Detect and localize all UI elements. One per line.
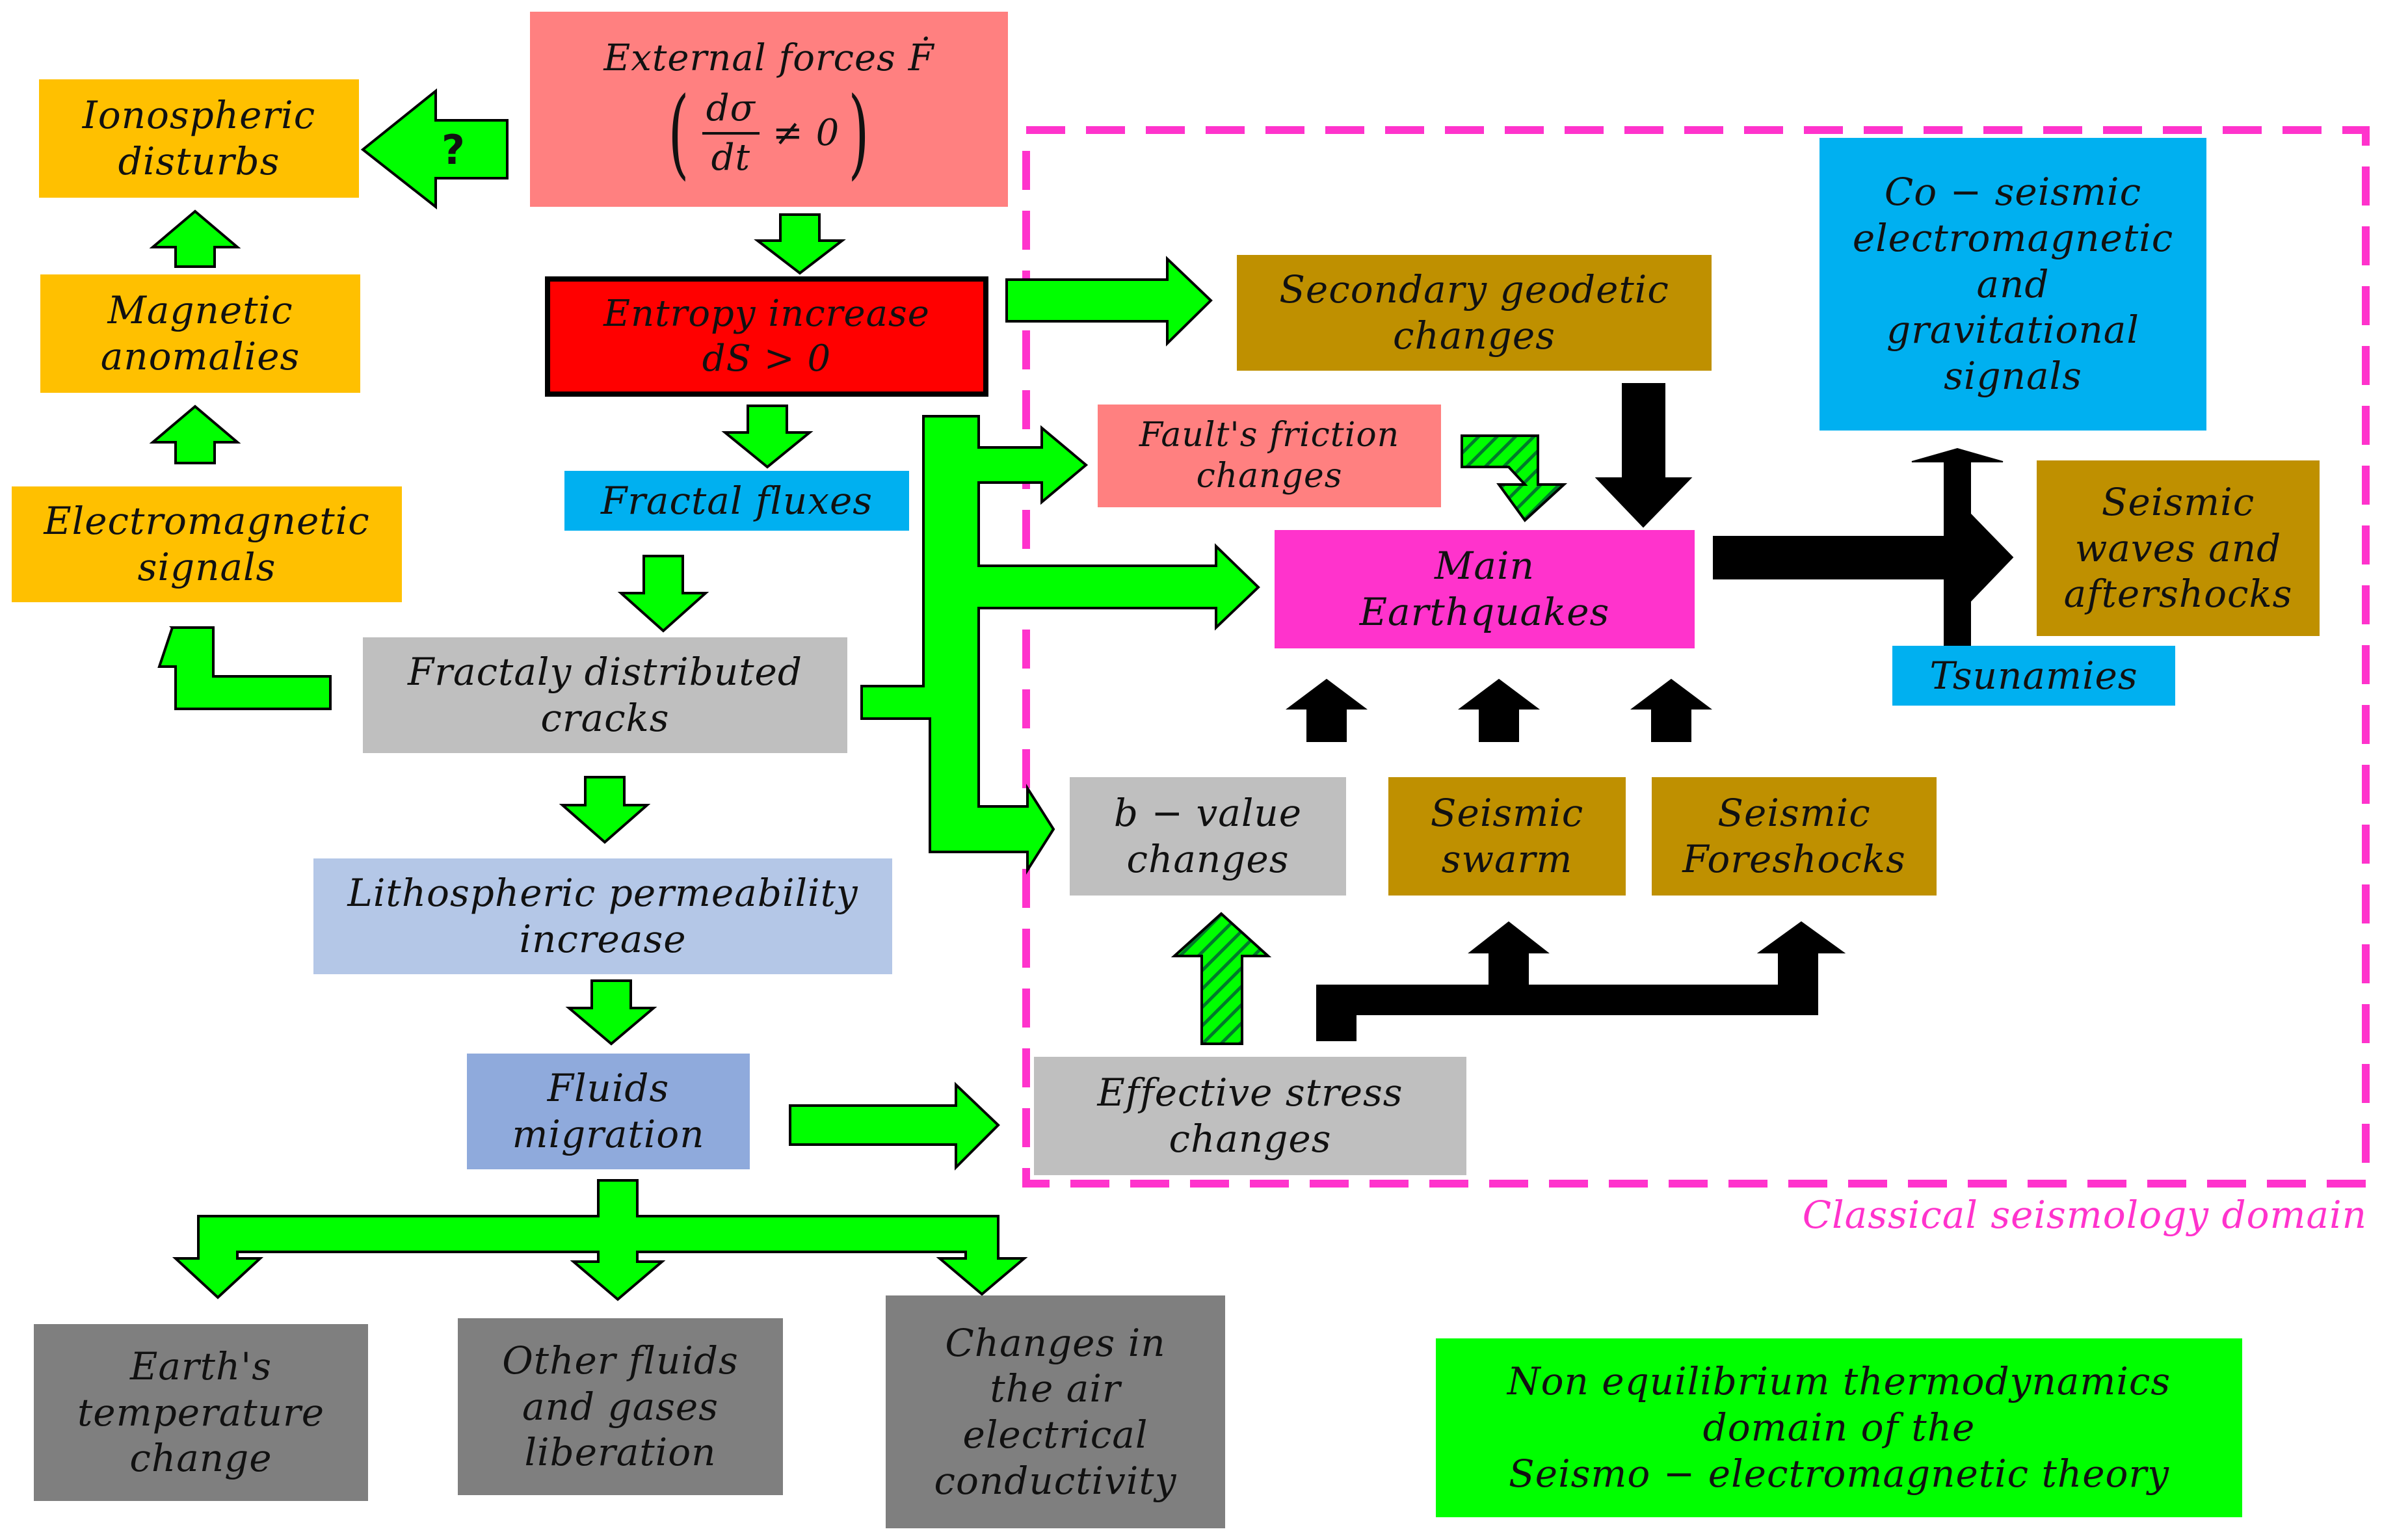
arrow-cracks-to-litho — [559, 776, 651, 844]
coseismic-label: Co − seismic electromagnetic and gravita… — [1852, 170, 2174, 399]
ionospheric-disturbs-box: Ionospheric disturbs — [39, 79, 359, 198]
air-conductivity-label: Changes in the air electrical conductivi… — [934, 1320, 1177, 1503]
tsunamies-label: Tsunamies — [1929, 653, 2138, 698]
fluids-label: Fluids migration — [512, 1066, 705, 1156]
external-forces-title: External forces Ḟ — [603, 36, 934, 79]
seismic-waves-label: Seismic waves and aftershocks — [2063, 479, 2293, 617]
arrow-forces-to-entropy — [754, 213, 846, 275]
arrow-forces-to-ionospheric — [360, 88, 509, 210]
magnetic-anomalies-box: Magnetic anomalies — [40, 274, 360, 393]
arrow-effective-to-swarm-fore-main — [1316, 921, 1846, 1041]
external-forces-box: External forces Ḟ ( dσ dt ≠ 0 ) — [530, 12, 1008, 207]
arrow-swarm-to-main — [1458, 678, 1540, 742]
magnetic-label: Magnetic anomalies — [100, 288, 300, 378]
seismic-swarm-box: Seismic swarm — [1388, 777, 1626, 896]
arrow-entropy-to-secondary — [1005, 256, 1213, 347]
fault-friction-label: Fault's friction changes — [1139, 415, 1400, 496]
other-fluids-box: Other fluids and gases liberation — [458, 1318, 783, 1495]
non-equilibrium-domain-box: Non equilibrium thermodynamics domain of… — [1436, 1338, 2242, 1517]
arrow-effective-to-swarm-fore — [1316, 921, 1846, 1041]
entropy-increase-box: Entropy increase dS > 0 — [545, 276, 988, 397]
seismic-waves-box: Seismic waves and aftershocks — [2037, 460, 2320, 636]
arrow-effective-to-bvalue — [1171, 912, 1272, 1045]
non-equilibrium-label: Non equilibrium thermodynamics domain of… — [1507, 1359, 2171, 1496]
arrow-bvalue-to-main-1 — [1286, 678, 1368, 742]
arrow-cracks-to-em-body — [157, 626, 332, 710]
arrow-friction-to-main — [1461, 434, 1568, 522]
fault-friction-box: Fault's friction changes — [1098, 405, 1441, 507]
arrow-fore-to-main — [1630, 678, 1712, 742]
arrow-fluids-to-effective — [789, 1082, 1000, 1171]
other-fluids-label: Other fluids and gases liberation — [502, 1338, 739, 1475]
arrow-entropy-to-fractal — [721, 405, 814, 469]
stress-rate-formula: ( dσ dt ≠ 0 ) — [659, 85, 879, 182]
ionospheric-label: Ionospheric disturbs — [82, 93, 316, 183]
earth-temperature-label: Earth's temperature change — [77, 1344, 325, 1481]
arrow-fluids-branch — [172, 1179, 1028, 1301]
seismic-foreshocks-label: Seismic Foreshocks — [1682, 791, 1906, 881]
b-value-box: b − value changes — [1070, 777, 1346, 896]
arrow-magnetic-to-ionospheric — [149, 209, 241, 268]
secondary-geodetic-box: Secondary geodetic changes — [1237, 255, 1712, 371]
fractal-fluxes-label: Fractal fluxes — [600, 478, 873, 523]
fractal-cracks-label: Fractaly distributed cracks — [408, 650, 802, 740]
arrow-fractal-to-cracks — [617, 555, 709, 633]
arrow-litho-to-fluids — [565, 979, 657, 1046]
fraction-denominator: dt — [711, 137, 750, 179]
electromagnetic-signals-box: Electromagnetic signals — [12, 486, 402, 602]
b-value-label: b − value changes — [1113, 791, 1303, 881]
lithospheric-permeability-box: Lithospheric permeability increase — [313, 858, 892, 974]
air-conductivity-box: Changes in the air electrical conductivi… — [886, 1295, 1225, 1528]
coseismic-signals-box: Co − seismic electromagnetic and gravita… — [1820, 138, 2206, 431]
stress-rate-fraction: dσ dt — [702, 86, 760, 181]
electromagnetic-label: Electromagnetic signals — [44, 499, 370, 589]
arrow-cracks-branch — [860, 415, 1260, 875]
formula-open-paren: ( — [668, 77, 690, 191]
arrow-secondary-to-main — [1595, 383, 1693, 528]
fluids-migration-box: Fluids migration — [467, 1054, 750, 1169]
earth-temperature-box: Earth's temperature change — [34, 1324, 368, 1501]
tsunamies-box: Tsunamies — [1892, 646, 2175, 706]
fractal-cracks-box: Fractaly distributed cracks — [363, 637, 847, 753]
secondary-geodetic-label: Secondary geodetic changes — [1279, 267, 1669, 358]
entropy-label: Entropy increase dS > 0 — [603, 293, 930, 380]
fractal-fluxes-box: Fractal fluxes — [564, 471, 909, 531]
main-earthquakes-label: Main Earthquakes — [1359, 544, 1610, 634]
formula-neq: ≠ 0 — [772, 112, 840, 154]
question-mark: ? — [442, 126, 465, 174]
fraction-numerator: dσ — [702, 86, 760, 135]
effective-stress-box: Effective stress changes — [1034, 1057, 1466, 1175]
lithospheric-label: Lithospheric permeability increase — [347, 871, 858, 961]
classical-domain-border — [1022, 126, 2370, 1188]
formula-close-paren: ) — [848, 77, 870, 191]
seismic-swarm-label: Seismic swarm — [1430, 791, 1584, 881]
effective-stress-label: Effective stress changes — [1097, 1070, 1403, 1161]
arrow-em-to-magnetic — [149, 405, 241, 464]
main-earthquakes-box: Main Earthquakes — [1275, 530, 1695, 648]
seismic-foreshocks-box: Seismic Foreshocks — [1652, 777, 1937, 896]
classical-domain-label: Classical seismology domain — [1802, 1193, 2367, 1237]
